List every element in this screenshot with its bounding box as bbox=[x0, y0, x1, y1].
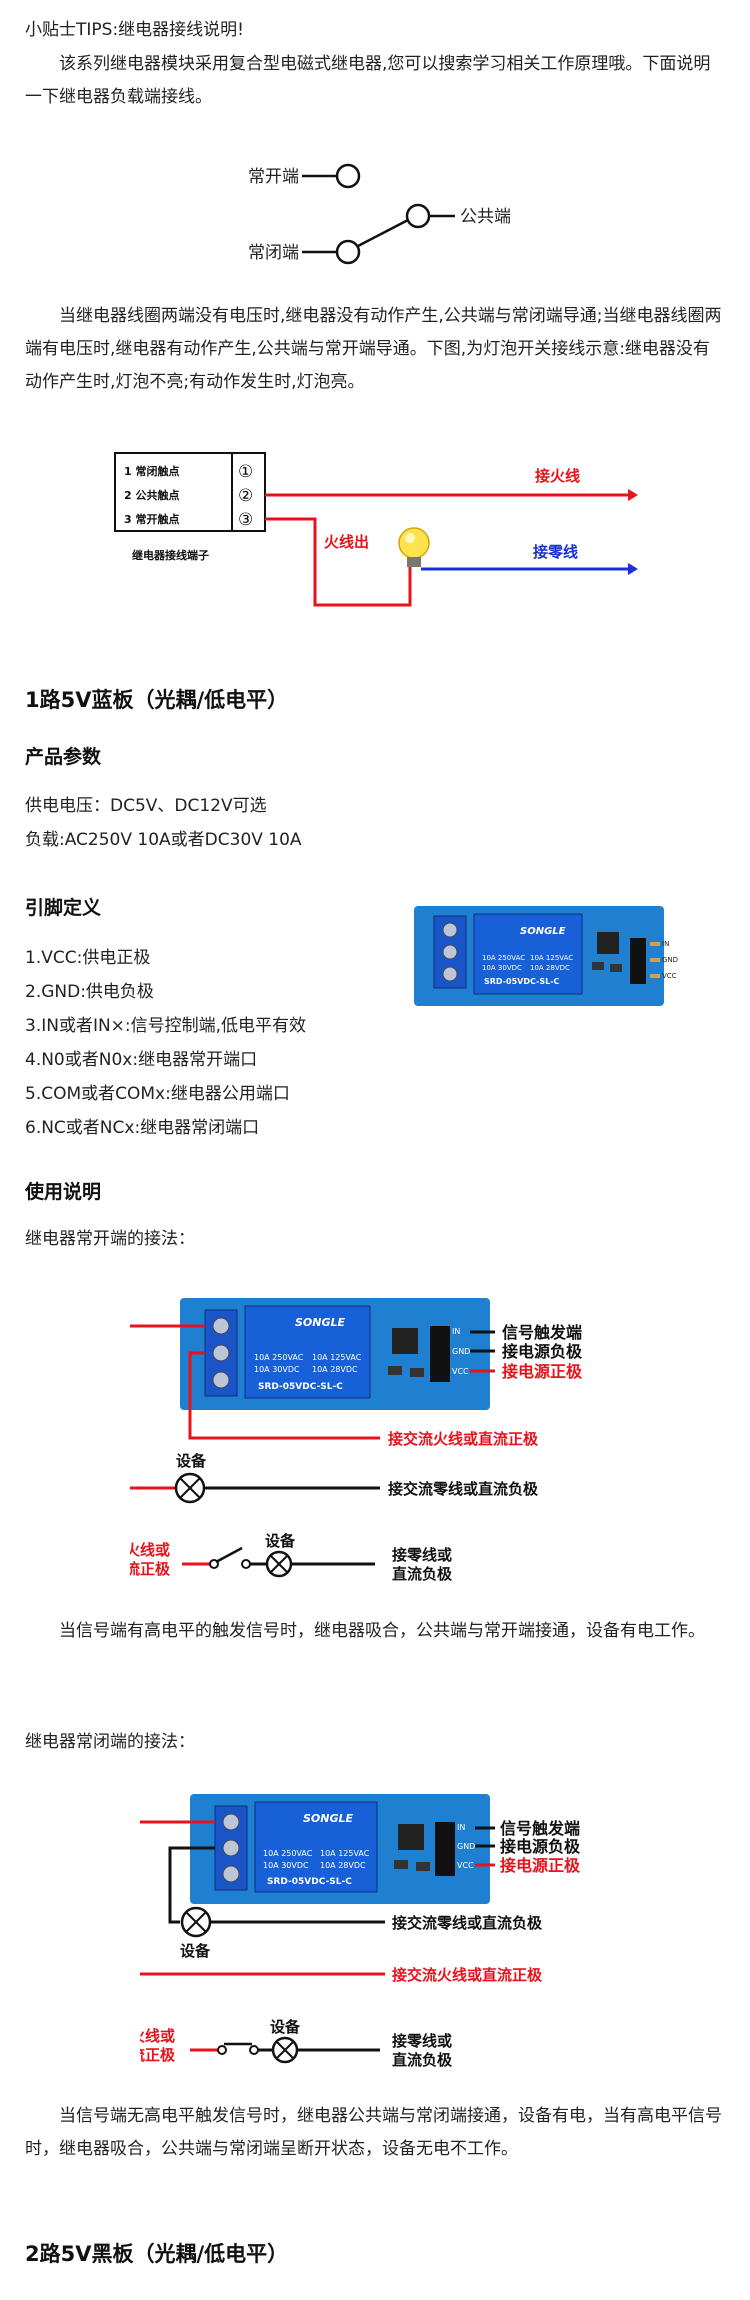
svg-text:10A 28VDC: 10A 28VDC bbox=[312, 1365, 358, 1374]
bulb-icon bbox=[398, 527, 430, 559]
relay-module-image: SONGLE 10A 250VAC 10A 125VAC 10A 30VDC 1… bbox=[414, 906, 678, 1006]
svg-text:SRD-05VDC-SL-C: SRD-05VDC-SL-C bbox=[258, 1382, 343, 1392]
svg-text:SRD-05VDC-SL-C: SRD-05VDC-SL-C bbox=[267, 1877, 352, 1887]
svg-text:SONGLE: SONGLE bbox=[295, 1316, 346, 1329]
svg-text:直流负极: 直流负极 bbox=[392, 1565, 453, 1583]
usage-title: 使用说明 bbox=[25, 1181, 102, 1203]
svg-text:10A 125VAC: 10A 125VAC bbox=[530, 954, 573, 962]
svg-text:接电源正极: 接电源正极 bbox=[500, 1856, 581, 1875]
relay-explain: 当继电器线圈两端没有电压时,继电器没有动作产生,公共端与常闭端导通;当继电器线圈… bbox=[25, 306, 722, 392]
svg-text:IN: IN bbox=[457, 1823, 465, 1832]
svg-text:SONGLE: SONGLE bbox=[520, 926, 566, 937]
svg-text:接电源正极: 接电源正极 bbox=[502, 1362, 583, 1381]
param-load: 负载:AC250V 10A或者DC30V 10A bbox=[25, 830, 302, 850]
svg-text:②: ② bbox=[238, 486, 253, 506]
svg-text:接交流零线或直流负极: 接交流零线或直流负极 bbox=[392, 1914, 543, 1932]
live-out-label: 火线出 bbox=[324, 533, 369, 551]
nc-terminal-label: 常闭端 bbox=[248, 243, 299, 263]
no-terminal-label: 常开端 bbox=[248, 167, 299, 187]
pin-def: 4.N0或者N0x:继电器常开端口 bbox=[25, 1050, 258, 1070]
svg-text:GND: GND bbox=[452, 1347, 470, 1356]
nc-wiring-text: 当信号端无高电平触发信号时，继电器公共端与常闭端接通，设备有电，当有高电平信号时… bbox=[25, 2106, 722, 2159]
svg-text:10A 250VAC: 10A 250VAC bbox=[254, 1353, 304, 1362]
svg-text:10A 250VAC: 10A 250VAC bbox=[482, 954, 525, 962]
svg-text:接交流火线或直流正极: 接交流火线或直流正极 bbox=[392, 1966, 543, 1984]
lamp-wiring-diagram: 1 常闭触点 2 公共触点 3 常开触点 ① ② ③ 继电器接线端子 接火线 火… bbox=[114, 452, 638, 607]
terminal-caption: 继电器接线端子 bbox=[132, 548, 209, 562]
svg-text:10A 125VAC: 10A 125VAC bbox=[312, 1353, 362, 1362]
nc-wiring-diagram: SONGLE 10A 250VAC 10A 125VAC 10A 30VDC 1… bbox=[140, 1794, 581, 2069]
svg-text:10A 30VDC: 10A 30VDC bbox=[263, 1861, 309, 1870]
svg-text:接电源负极: 接电源负极 bbox=[502, 1342, 583, 1361]
svg-text:接零线或: 接零线或 bbox=[392, 1546, 452, 1564]
param-voltage: 供电电压：DC5V、DC12V可选 bbox=[25, 796, 267, 816]
svg-text:1 常闭触点: 1 常闭触点 bbox=[124, 464, 179, 478]
pin-def: 3.IN或者IN×:信号控制端,低电平有效 bbox=[25, 1016, 307, 1036]
svg-text:接交流零线或直流负极: 接交流零线或直流负极 bbox=[388, 1480, 539, 1498]
svg-text:IN: IN bbox=[662, 940, 669, 948]
svg-text:设备: 设备 bbox=[180, 1942, 211, 1960]
svg-text:设备: 设备 bbox=[176, 1452, 207, 1470]
svg-text:10A 30VDC: 10A 30VDC bbox=[254, 1365, 300, 1374]
params-title: 产品参数 bbox=[25, 746, 102, 768]
svg-text:3 常开触点: 3 常开触点 bbox=[124, 512, 179, 526]
svg-text:接火线或: 接火线或 bbox=[140, 2027, 175, 2045]
no-wiring-text: 当信号端有高电平的触发信号时，继电器吸合，公共端与常开端接通，设备有电工作。 bbox=[59, 1621, 705, 1641]
svg-text:接电源负极: 接电源负极 bbox=[500, 1837, 581, 1856]
svg-text:10A 28VDC: 10A 28VDC bbox=[320, 1861, 366, 1870]
svg-text:VCC: VCC bbox=[662, 972, 677, 980]
tips-title: 小贴士TIPS:继电器接线说明! bbox=[25, 20, 244, 40]
svg-text:GND: GND bbox=[662, 956, 678, 964]
no-wiring-title: 继电器常开端的接法： bbox=[25, 1229, 195, 1249]
svg-text:①: ① bbox=[238, 462, 253, 482]
svg-text:直流负极: 直流负极 bbox=[392, 2051, 453, 2069]
svg-text:SRD-05VDC-SL-C: SRD-05VDC-SL-C bbox=[484, 977, 560, 986]
svg-text:信号触发端: 信号触发端 bbox=[500, 1819, 580, 1838]
svg-text:10A 30VDC: 10A 30VDC bbox=[482, 964, 522, 972]
svg-text:GND: GND bbox=[457, 1842, 475, 1851]
svg-text:10A 250VAC: 10A 250VAC bbox=[263, 1849, 313, 1858]
pins-title: 引脚定义 bbox=[25, 897, 102, 919]
section2-title: 2路5V黑板（光耦/低电平） bbox=[25, 2242, 289, 2266]
svg-text:VCC: VCC bbox=[452, 1367, 469, 1376]
neutral-label: 接零线 bbox=[533, 543, 578, 561]
pin-def: 5.COM或者COMx:继电器公用端口 bbox=[25, 1084, 290, 1104]
svg-text:10A 28VDC: 10A 28VDC bbox=[530, 964, 570, 972]
switch-diagram: 常开端 常闭端 公共端 bbox=[248, 163, 511, 265]
nc-wiring-title: 继电器常闭端的接法： bbox=[25, 1732, 195, 1752]
svg-text:IN: IN bbox=[452, 1327, 460, 1336]
svg-text:SONGLE: SONGLE bbox=[303, 1812, 354, 1825]
svg-text:设备: 设备 bbox=[265, 1532, 296, 1550]
svg-text:VCC: VCC bbox=[457, 1861, 474, 1870]
com-terminal-label: 公共端 bbox=[460, 207, 511, 227]
svg-text:接火线或: 接火线或 bbox=[130, 1541, 170, 1559]
section1-title: 1路5V蓝板（光耦/低电平） bbox=[25, 688, 289, 712]
svg-text:直流正极: 直流正极 bbox=[140, 2046, 176, 2064]
live-in-label: 接火线 bbox=[535, 467, 580, 485]
tips-intro: 该系列继电器模块采用复合型电磁式继电器,您可以搜索学习相关工作原理哦。下面说明一… bbox=[25, 54, 711, 107]
pin-def: 2.GND:供电负极 bbox=[25, 982, 154, 1002]
pin-def: 1.VCC:供电正极 bbox=[25, 948, 151, 968]
svg-text:接零线或: 接零线或 bbox=[392, 2032, 452, 2050]
svg-text:10A 125VAC: 10A 125VAC bbox=[320, 1849, 370, 1858]
svg-text:直流正极: 直流正极 bbox=[130, 1560, 171, 1578]
svg-text:信号触发端: 信号触发端 bbox=[502, 1323, 582, 1342]
svg-text:接交流火线或直流正极: 接交流火线或直流正极 bbox=[388, 1430, 539, 1448]
svg-text:2 公共触点: 2 公共触点 bbox=[124, 488, 179, 502]
svg-text:设备: 设备 bbox=[270, 2018, 301, 2036]
pin-def: 6.NC或者NCx:继电器常闭端口 bbox=[25, 1118, 260, 1138]
svg-text:③: ③ bbox=[238, 510, 253, 530]
no-wiring-diagram: SONGLE 10A 250VAC 10A 125VAC 10A 30VDC 1… bbox=[130, 1298, 583, 1583]
